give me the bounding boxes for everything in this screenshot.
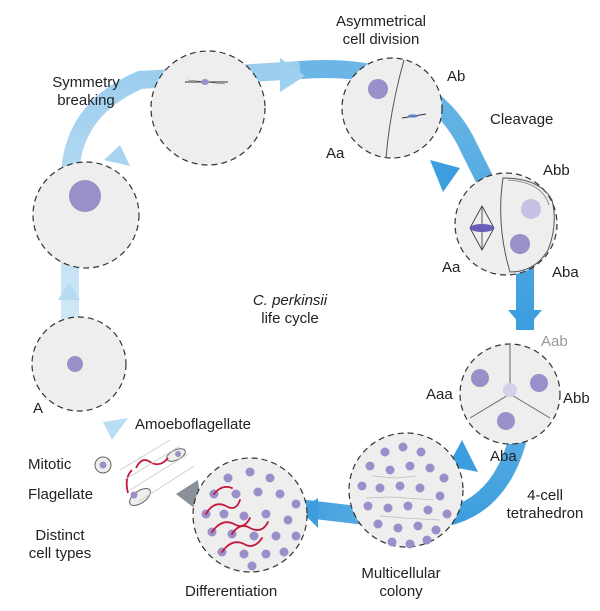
label-mitotic: Mitotic bbox=[28, 456, 72, 473]
cell-growth bbox=[32, 161, 140, 269]
cell-label-Aab: Aab bbox=[541, 333, 568, 350]
label-asymmetrical-division: Asymmetrical cell division bbox=[335, 13, 426, 48]
cell-label-Aba-2: Aba bbox=[490, 448, 517, 465]
cell-label-Aa-1: Aa bbox=[326, 145, 345, 162]
label-cleavage: Cleavage bbox=[490, 111, 554, 128]
arrow-head-cleavage bbox=[430, 160, 460, 192]
cell-label-Aa-2: Aa bbox=[442, 259, 461, 276]
cell-A bbox=[31, 316, 127, 412]
arrow-head-left bbox=[58, 282, 80, 300]
arrow-head-bottom bbox=[300, 498, 318, 528]
cell-multicellular-colony bbox=[348, 432, 464, 549]
label-symmetry-breaking: Symmetry breaking bbox=[52, 74, 120, 109]
cell-symmetry-breaking bbox=[150, 50, 266, 166]
cell-label-A: A bbox=[33, 400, 44, 417]
label-amoeboflagellate: Amoeboflagellate bbox=[135, 416, 251, 433]
label-distinct-cell-types: Distinct cell types bbox=[28, 527, 92, 562]
cell-label-Abb-2: Abb bbox=[563, 390, 590, 407]
arrow-head-amoebo bbox=[103, 418, 128, 440]
arrow-head-top bbox=[280, 58, 305, 92]
cell-label-Abb-1: Abb bbox=[543, 162, 570, 179]
cell-label-Aba-1: Aba bbox=[552, 264, 579, 281]
label-flagellate: Flagellate bbox=[28, 486, 94, 503]
arrow-head-left-top bbox=[104, 145, 130, 166]
cell-tetrahedron bbox=[459, 343, 561, 445]
label-multicellular-colony: Multicellular colony bbox=[361, 565, 441, 600]
cycle-title-species: C. perkinsii bbox=[252, 292, 328, 309]
label-differentiation: Differentiation bbox=[185, 583, 278, 600]
cell-differentiation bbox=[192, 457, 308, 573]
cell-asymmetrical-division bbox=[341, 57, 443, 159]
cell-label-Aaa: Aaa bbox=[426, 386, 453, 403]
cell-cleavage bbox=[454, 172, 558, 276]
cell-types-illustration bbox=[94, 439, 195, 506]
cycle-title-subtitle: life cycle bbox=[261, 310, 319, 327]
cell-label-Ab: Ab bbox=[447, 68, 466, 85]
arrow-head-right bbox=[508, 310, 542, 330]
label-4-cell-tetrahedron: 4-cell tetrahedron bbox=[506, 487, 584, 522]
